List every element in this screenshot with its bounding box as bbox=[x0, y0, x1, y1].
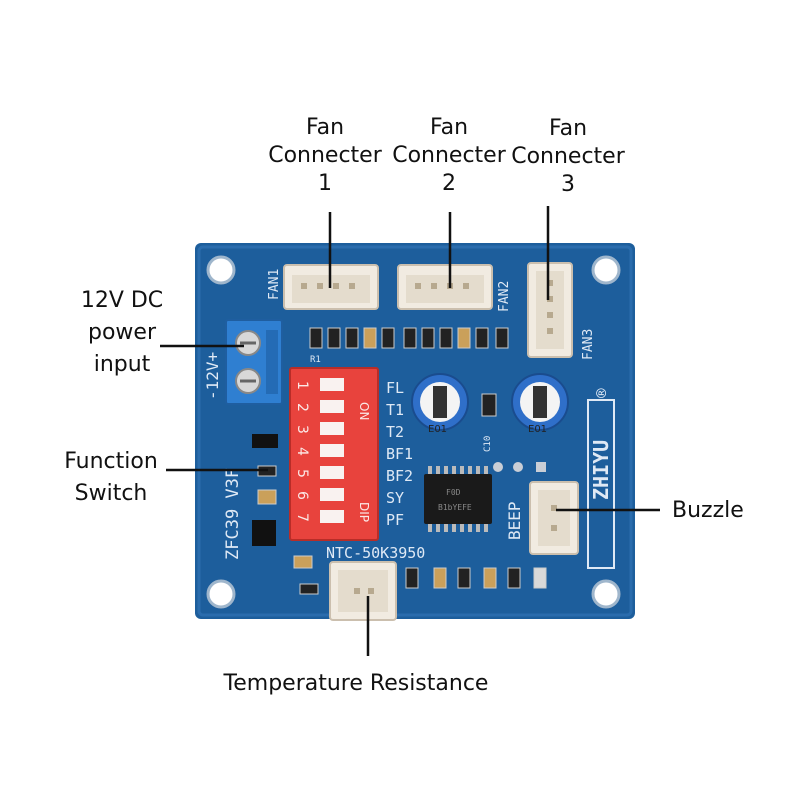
silk-model: ZFC39 V3F bbox=[223, 468, 243, 560]
fan1-callout: Fan Connecter 1 bbox=[268, 115, 382, 196]
svg-text:1: 1 bbox=[294, 381, 310, 390]
power-terminal bbox=[225, 319, 283, 405]
svg-text:2: 2 bbox=[294, 403, 310, 412]
buzzer-connector bbox=[529, 481, 579, 555]
leader-lines bbox=[160, 206, 660, 656]
silk-fan3: FAN3 bbox=[581, 329, 596, 360]
svg-text:4: 4 bbox=[294, 447, 310, 456]
svg-text:SY: SY bbox=[386, 489, 404, 507]
silk-fan1: FAN1 bbox=[267, 269, 282, 300]
silk-c10: C10 bbox=[483, 436, 493, 452]
dip-function-labels: FL T1 T2 BF1 BF2 SY PF bbox=[386, 379, 413, 529]
svg-text:®: ® bbox=[592, 388, 611, 398]
svg-text:7: 7 bbox=[294, 513, 310, 522]
function-callout: Function Switch bbox=[64, 449, 158, 506]
fan3-callout: Fan Connecter 3 bbox=[511, 116, 625, 197]
silk-fan2: FAN2 bbox=[497, 281, 512, 312]
top-components bbox=[309, 327, 509, 349]
pot1-label: E01 bbox=[428, 424, 447, 435]
ntc-connector bbox=[329, 561, 397, 621]
chip-text-2: B1bYEFE bbox=[438, 503, 472, 512]
temperature-callout: Temperature Resistance bbox=[223, 671, 489, 696]
dip-on-label: ON bbox=[357, 402, 371, 420]
svg-text:BF1: BF1 bbox=[386, 445, 413, 463]
fan2-callout: Fan Connecter 2 bbox=[392, 115, 506, 196]
potentiometer-1 bbox=[411, 373, 469, 431]
dip-numbers: 1 2 3 4 5 6 7 bbox=[294, 381, 310, 522]
svg-text:T1: T1 bbox=[386, 401, 404, 419]
svg-text:6: 6 bbox=[294, 491, 310, 500]
bottom-components bbox=[405, 567, 547, 589]
svg-text:PF: PF bbox=[386, 511, 404, 529]
pads bbox=[493, 462, 546, 472]
pot2-label: E01 bbox=[528, 424, 547, 435]
svg-text:T2: T2 bbox=[386, 423, 404, 441]
svg-text:3: 3 bbox=[294, 425, 310, 434]
dip-switch bbox=[289, 367, 379, 541]
component-c10-area bbox=[481, 393, 497, 417]
silk-beep: BEEP bbox=[505, 501, 524, 540]
power-callout: 12V DC power input bbox=[80, 288, 164, 377]
silk-ntc: NTC-50K3950 bbox=[326, 544, 425, 562]
potentiometer-2 bbox=[511, 373, 569, 431]
pcb-edge bbox=[197, 245, 633, 617]
mounting-holes bbox=[206, 255, 621, 609]
svg-text:5: 5 bbox=[294, 469, 310, 478]
svg-text:ZHIYU: ZHIYU bbox=[589, 440, 613, 500]
fan3-connector bbox=[527, 262, 573, 358]
svg-text:FL: FL bbox=[386, 379, 404, 397]
silk-power: -12V+ bbox=[203, 352, 222, 400]
brand-logo: ZHIYU ® bbox=[587, 388, 615, 569]
main-chip bbox=[424, 466, 492, 532]
buzzle-callout: Buzzle bbox=[672, 498, 744, 523]
svg-text:BF2: BF2 bbox=[386, 467, 413, 485]
chip-text-1: F0D bbox=[446, 488, 461, 497]
dip-label: DIP bbox=[357, 502, 371, 522]
fan2-connector bbox=[397, 264, 493, 310]
silk-top-components: R1 bbox=[310, 355, 321, 365]
